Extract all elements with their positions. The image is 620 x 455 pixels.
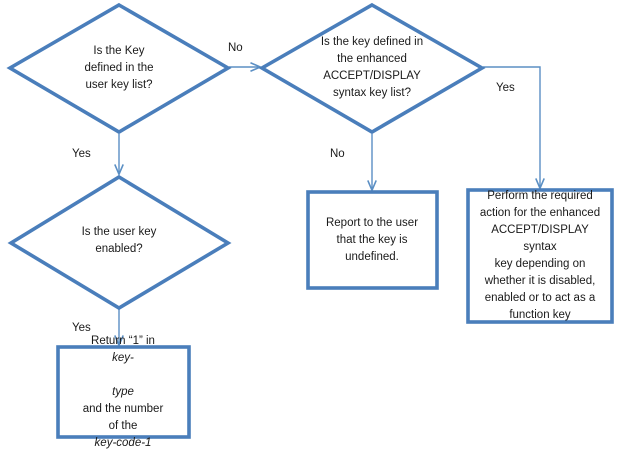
edge-label-d1-yes: Yes [72, 148, 91, 160]
process-shape-perform-enhanced-action [466, 188, 614, 324]
edge-label-d2-no: No [330, 148, 345, 160]
decision-shape-key-in-user-key-list [6, 2, 232, 135]
decision-shape-key-in-enhanced-syntax-list [258, 2, 486, 135]
decision-shape-user-key-enabled [7, 174, 232, 311]
edge-label-d1-no: No [228, 42, 243, 54]
edge-label-d3-yes: Yes [72, 322, 91, 334]
connector-d2-yes [483, 66, 540, 188]
edge-label-d2-yes: Yes [496, 82, 515, 94]
process-shape-report-undefined-key [306, 190, 439, 290]
process-shape-return-key-type [56, 345, 191, 439]
